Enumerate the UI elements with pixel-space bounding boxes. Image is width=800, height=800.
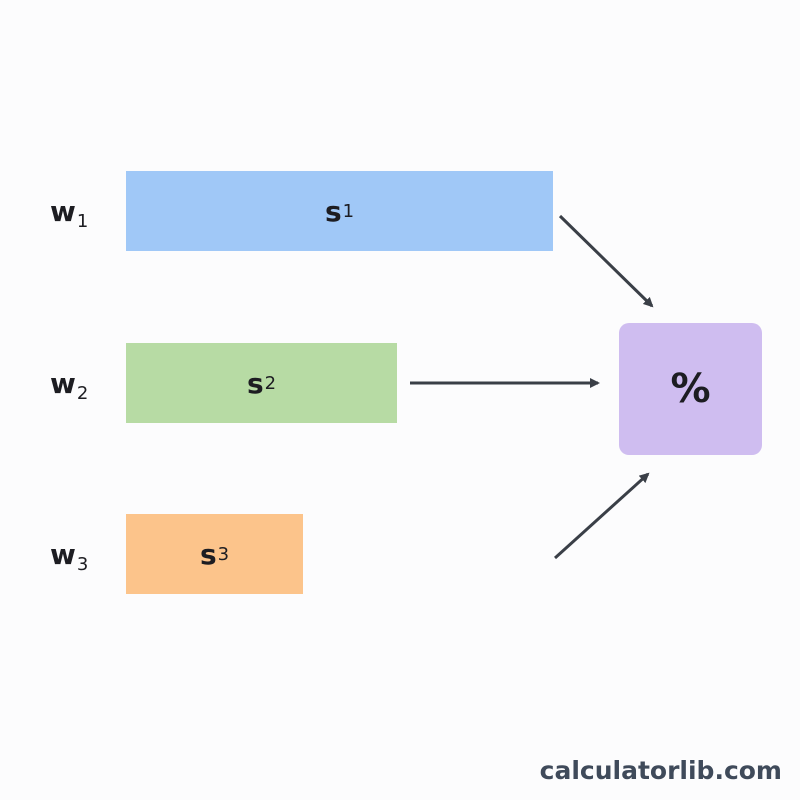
weight-label-3-base: w <box>50 538 76 571</box>
weight-label-1-base: w <box>50 195 76 228</box>
weight-label-1: w1 <box>50 198 88 231</box>
result-box: % <box>619 323 762 455</box>
score-bar-3-sub: 3 <box>217 543 230 565</box>
arrow-3 <box>553 472 650 560</box>
weight-label-2-sub: 2 <box>76 383 89 404</box>
weight-label-2-base: w <box>50 367 76 400</box>
score-bar-1-sub: 1 <box>342 200 355 222</box>
weight-label-1-sub: 1 <box>76 211 89 232</box>
watermark: calculatorlib.com <box>539 756 782 785</box>
score-bar-2-sub: 2 <box>264 372 277 394</box>
weight-label-3: w3 <box>50 541 88 574</box>
weight-label-2: w2 <box>50 370 88 403</box>
score-bar-3-base: s <box>199 537 217 571</box>
arrow-1 <box>558 214 654 308</box>
score-bar-1-base: s <box>324 194 342 228</box>
weight-label-3-sub: 3 <box>76 554 89 575</box>
score-bar-2-base: s <box>246 366 264 400</box>
percent-symbol: % <box>670 366 711 412</box>
